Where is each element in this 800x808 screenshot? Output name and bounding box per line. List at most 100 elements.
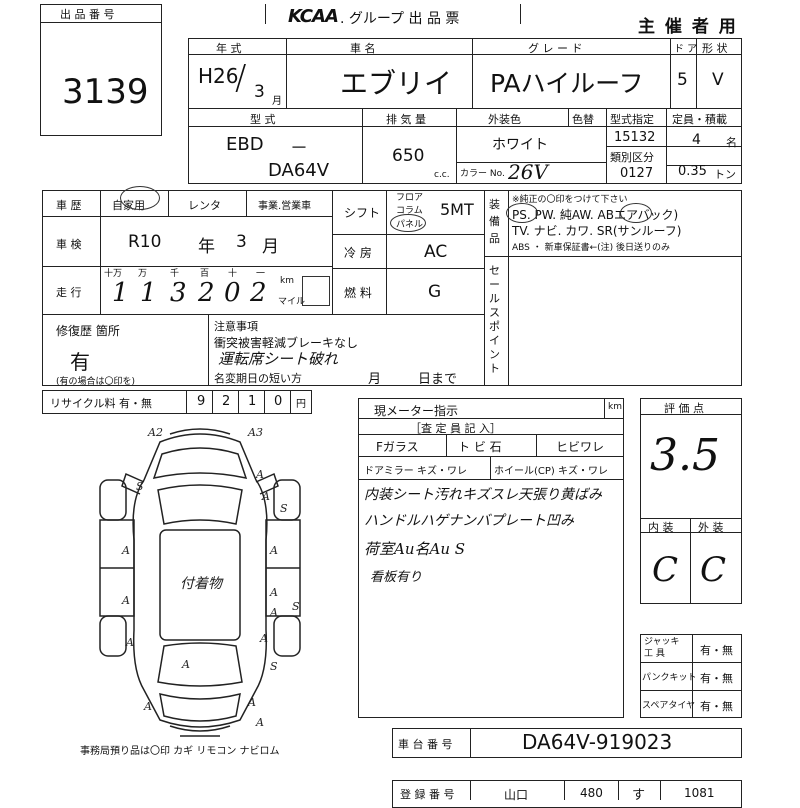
history-rental: レンタ	[188, 199, 221, 212]
remark-line: 看板有り	[370, 570, 423, 585]
damage-mark: A	[125, 636, 134, 649]
notes-month: 月	[368, 372, 382, 387]
damage-mark: A	[269, 606, 278, 619]
type-cert-label: 型式指定	[610, 113, 654, 126]
inspection-label: 車 検	[56, 238, 82, 251]
mileage-digit: 1	[112, 278, 129, 308]
door-label: ド ア	[674, 44, 698, 55]
mileage-digit-label: 十万	[104, 269, 123, 279]
spare-label: スペアタイヤ	[642, 701, 696, 711]
interior-label: 内 装	[648, 521, 674, 534]
load: 0.35	[678, 164, 707, 179]
history-circle-mark	[120, 186, 160, 210]
sheet-title: . グループ 出 品 票	[340, 11, 460, 27]
recycle-digit: 2	[222, 394, 231, 409]
damage-mark: S	[292, 600, 300, 613]
registration-region: 山口	[504, 788, 529, 802]
repair-note: (有の場合は〇印を)	[56, 377, 136, 387]
shift-column: コラム	[396, 206, 423, 216]
recycle-digit: 9	[197, 394, 206, 409]
inspector-check-box	[358, 418, 624, 480]
damage-mark: A	[121, 544, 130, 557]
recycle-digit: 1	[248, 394, 257, 409]
shift-floor: フロア	[396, 193, 424, 203]
exterior-label: 外 装	[698, 521, 724, 534]
registration-number: 1081	[684, 786, 715, 800]
jack-choice: 有・無	[700, 644, 733, 657]
mileage-km: km	[280, 276, 294, 286]
mileage-mile-box	[302, 276, 330, 306]
mileage-digit-label: 千	[170, 269, 180, 279]
mileage-digit: 0	[224, 278, 241, 308]
score-label: 評 価 点	[664, 402, 704, 415]
damage-mark: S	[280, 502, 288, 515]
remark-line: 内装シート汚れキズスレ天張り黄ばみ	[364, 487, 602, 503]
repair-value: 有	[70, 350, 90, 374]
damage-mark: S	[136, 480, 144, 493]
remark-line: ハンドルハゲナンバプレート凹み	[364, 513, 574, 529]
capacity: 4	[692, 132, 701, 148]
year-era: H26	[198, 64, 239, 88]
recycle-box	[42, 390, 312, 414]
fuel-value: G	[428, 282, 442, 302]
damage-mark: A3	[247, 426, 263, 439]
registration-kana: す	[632, 788, 646, 803]
mileage-label: 走 行	[56, 286, 82, 299]
wheel-label: ホイール(CP) キズ・ワレ	[494, 466, 608, 477]
damage-mark: A	[259, 632, 268, 645]
registration-class: 480	[580, 786, 603, 800]
damage-mark: A	[269, 544, 278, 557]
lot-label: 出 品 番 号	[60, 8, 115, 21]
chassis-label: 車 台 番 号	[398, 738, 453, 751]
damage-mark: A	[255, 468, 264, 481]
class-no: 0127	[620, 166, 654, 181]
chip-label: ト ビ 石	[458, 440, 502, 454]
mileage-digit-label: 万	[138, 269, 148, 279]
type-cert: 15132	[614, 130, 656, 145]
displacement: 650	[392, 146, 425, 166]
damage-mark: A	[181, 658, 190, 671]
exterior-grade: C	[700, 550, 727, 590]
model-dash: －	[290, 138, 308, 159]
displacement-label: 排 気 量	[386, 113, 426, 126]
month-unit: 月	[272, 96, 282, 107]
recycle-label: リサイクル料 有・無	[50, 397, 152, 410]
inspector-header: ［査 定 員 記 入］	[410, 422, 501, 435]
notes-line1: 衝突被害軽減ブレーキなし	[214, 336, 359, 350]
history-business: 事業.営業車	[258, 201, 312, 212]
score-box	[640, 398, 742, 604]
registration-label: 登 録 番 号	[400, 788, 455, 801]
notes-label: 注意事項	[214, 320, 258, 333]
shift-circle-mark	[390, 214, 426, 232]
spare-choice: 有・無	[700, 700, 733, 713]
notes-handwritten: 運転席シート破れ	[218, 350, 339, 368]
puncture-label: パンクキット	[642, 673, 697, 683]
crack-label: ヒビワレ	[556, 440, 605, 454]
notes-line2: 名変期日の短い方	[214, 372, 302, 385]
f-glass-label: Fガラス	[376, 440, 419, 454]
vehicle-info-box	[188, 38, 742, 184]
equipment-line2: TV. ナビ. カワ. SR(サンルーフ)	[512, 224, 682, 238]
chassis-box	[392, 728, 742, 758]
lot-number: 3139	[62, 72, 149, 112]
ac-value: AC	[424, 242, 448, 262]
equip-ps-circle	[506, 203, 538, 223]
inspection-month-unit: 月	[262, 237, 279, 257]
door-mirror-label: ドアミラー キズ・ワレ	[364, 466, 467, 477]
mileage-digit-label: 十	[228, 269, 238, 279]
fuel-label: 燃 料	[344, 286, 372, 300]
damage-mark: A2	[147, 426, 163, 439]
exterior-color-label: 外装色	[488, 113, 521, 126]
model-prefix: EBD	[226, 134, 264, 155]
vehicle-status-box	[42, 190, 742, 386]
damage-mark: A	[247, 696, 256, 709]
year-label: 年 式	[216, 42, 242, 55]
history-label: 車 歴	[56, 199, 82, 212]
equipment-label: 装 備 品	[489, 198, 500, 245]
capacity-unit: 名	[726, 136, 737, 149]
office-note: 事務局預り品は〇印 カギ リモコン ナビロム	[80, 746, 280, 757]
damage-mark: A	[261, 490, 270, 503]
mileage-digit: 2	[250, 278, 267, 308]
shift-value: 5MT	[440, 200, 474, 219]
shape: V	[712, 70, 724, 90]
